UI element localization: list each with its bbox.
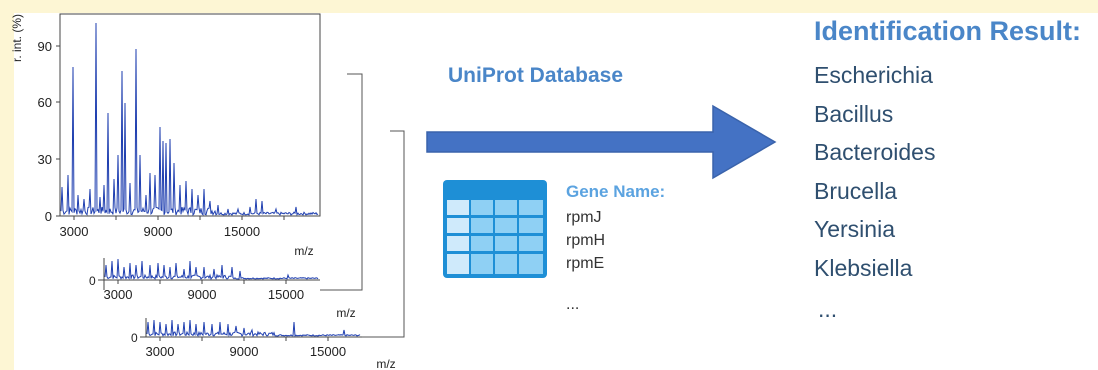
panel-2-zero-label: 0 xyxy=(89,274,96,288)
panel-2-trace xyxy=(104,258,319,281)
database-label: UniProt Database xyxy=(448,64,624,87)
genus-list-item: Bacteroides xyxy=(814,139,936,165)
gene-name-title: Gene Name: xyxy=(566,182,666,201)
panel-2-bracket xyxy=(320,73,363,291)
genus-list-item: Yersinia xyxy=(814,216,895,242)
panel-2-x-axis-label: m/z xyxy=(336,306,355,320)
gene-list-item: rpmE xyxy=(566,255,605,272)
y-tick-label-30: 30 xyxy=(38,152,52,167)
genus-list-item: Brucella xyxy=(814,177,898,204)
panel-3-tick-3000: 3000 xyxy=(146,344,175,359)
panel-2-tick-3000: 3000 xyxy=(104,287,133,302)
panel-2-tick-9000: 9000 xyxy=(188,287,217,302)
y-axis-label: r. int. (%) xyxy=(10,14,24,62)
y-tick-label-0: 0 xyxy=(45,209,52,224)
panel-1-tick-9000: 9000 xyxy=(144,224,173,239)
gene-list: rpmJ rpmH rpmE xyxy=(566,206,605,275)
flow-arrow xyxy=(426,104,777,180)
panel-3-tick-15000: 15000 xyxy=(310,344,346,359)
gene-list-ellipsis: ... xyxy=(566,296,580,313)
identification-result-title: Identification Result: xyxy=(814,16,1082,46)
panel-3-trace xyxy=(146,319,361,338)
panel-2-tick-15000: 15000 xyxy=(268,287,304,302)
panel-3-zero-label: 0 xyxy=(131,331,138,345)
panel-1-plot-area xyxy=(59,13,321,217)
genus-list-item: Klebsiella xyxy=(814,254,913,281)
table-icon xyxy=(443,180,547,278)
panel-3-tick-9000: 9000 xyxy=(230,344,259,359)
panel-3-bracket xyxy=(362,130,405,338)
panel-3-x-axis-label: m/z xyxy=(376,357,395,370)
genus-list-item: Bacillus xyxy=(814,100,894,127)
genus-list-item: Escherichia xyxy=(814,62,933,88)
genus-list-ellipsis: ... xyxy=(818,296,838,322)
gene-list-item: rpmJ xyxy=(566,209,602,226)
spectrum-panel-1: 90 60 30 0 3000 9000 15000 m/z r. int. (… xyxy=(10,13,321,258)
panel-1-trace xyxy=(60,22,319,216)
spectrum-panel-3: 0 3000 9000 15000 m/z xyxy=(131,318,396,370)
panel-1-x-axis-label: m/z xyxy=(294,244,313,258)
y-tick-label-90: 90 xyxy=(38,39,52,54)
genus-list: Escherichia Bacillus Bacteroides Brucell… xyxy=(814,56,935,287)
arrow-shape xyxy=(426,104,777,180)
spectrum-panel-2: 0 3000 9000 15000 m/z xyxy=(89,258,356,320)
gene-list-item: rpmH xyxy=(566,232,606,249)
panel-1-tick-15000: 15000 xyxy=(224,224,260,239)
y-tick-label-60: 60 xyxy=(38,95,52,110)
panel-1-tick-3000: 3000 xyxy=(60,224,89,239)
mass-spectra-stack: 0 3000 9000 15000 m/z 0 3000 9000 15000 … xyxy=(10,13,405,370)
